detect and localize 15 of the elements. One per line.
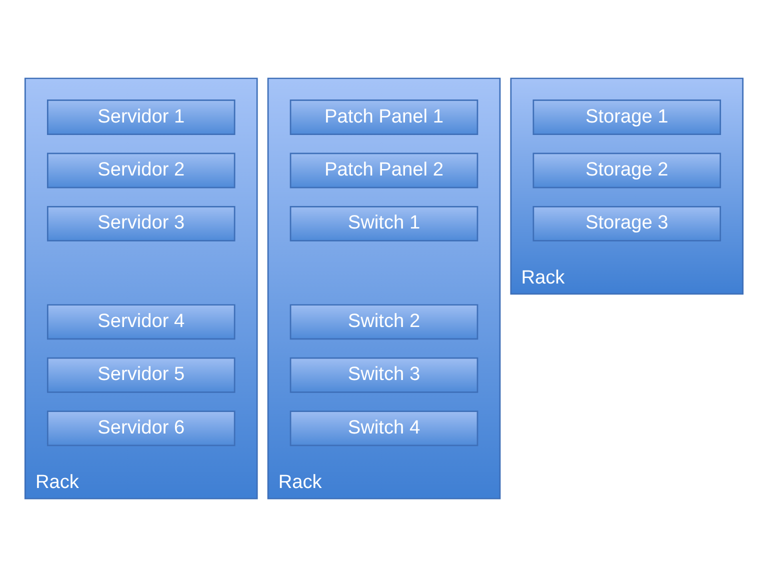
- node-box: Patch Panel 2: [290, 152, 478, 188]
- node-box: Servidor 3: [46, 205, 236, 241]
- node-box: Switch 4: [290, 410, 478, 446]
- node-box: Servidor 5: [46, 356, 236, 392]
- node-box: Storage 1: [532, 99, 722, 134]
- node-box: Switch 2: [290, 304, 478, 340]
- node-box: Patch Panel 1: [290, 99, 478, 134]
- node-box: Servidor 1: [46, 99, 236, 134]
- node-box: Servidor 2: [46, 152, 236, 188]
- node-box: Storage 3: [532, 205, 722, 241]
- node-box: Servidor 4: [46, 304, 236, 340]
- node-box: Servidor 6: [46, 410, 236, 446]
- node-box: Storage 2: [532, 152, 722, 188]
- node-box: Switch 3: [290, 356, 478, 392]
- node-box: Switch 1: [290, 205, 478, 241]
